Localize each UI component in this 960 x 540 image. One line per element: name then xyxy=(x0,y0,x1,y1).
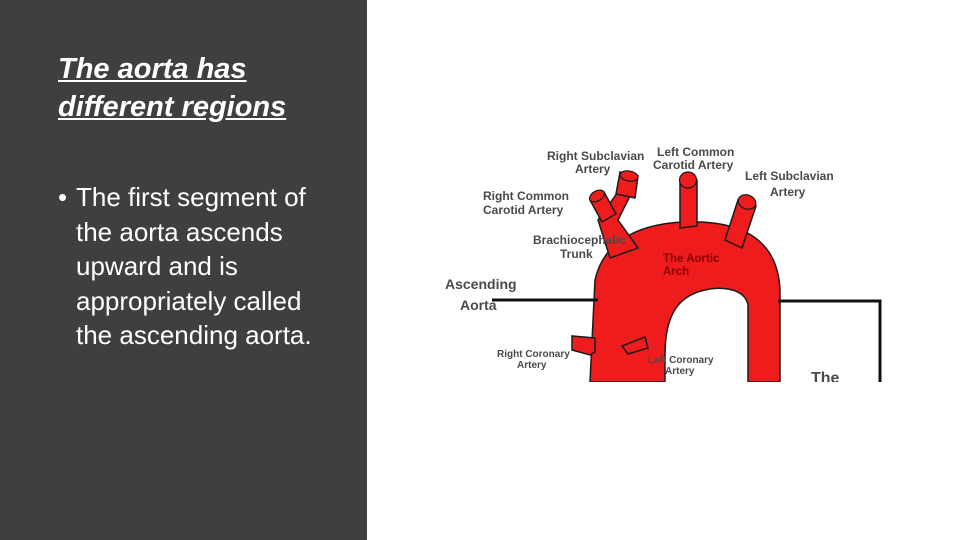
label-left-subclavian-2: Artery xyxy=(770,185,806,199)
bullet-item: • The first segment of the aorta ascends… xyxy=(58,180,318,353)
label-right-subclavian: Right Subclavian xyxy=(547,149,644,163)
label-brachiocephalic: Brachiocephalic xyxy=(533,233,626,247)
label-left-coronary-2: Artery xyxy=(665,366,695,377)
label-right-coronary-2: Artery xyxy=(517,360,547,371)
text-panel: The aorta has different regions • The fi… xyxy=(0,0,367,540)
label-right-common-carotid-2: Carotid Artery xyxy=(483,203,564,217)
label-aortic-arch: The Aortic xyxy=(663,253,720,265)
bullet-text: The first segment of the aorta ascends u… xyxy=(76,182,312,351)
descending-aorta-pointer xyxy=(778,299,882,382)
label-left-coronary: Left Coronary xyxy=(648,355,714,366)
label-left-subclavian: Left Subclavian xyxy=(745,169,834,183)
label-cut-off: The xyxy=(811,370,840,382)
label-left-common-carotid-2: Carotid Artery xyxy=(653,158,734,172)
left-subclavian-shape xyxy=(724,199,757,250)
label-right-subclavian-2: Artery xyxy=(575,162,611,176)
aorta-diagram: Right Subclavian Artery Left Common Caro… xyxy=(445,145,882,382)
label-aortic-arch-2: Arch xyxy=(663,266,689,278)
bullet-marker: • xyxy=(58,182,68,212)
label-brachiocephalic-2: Trunk xyxy=(560,247,593,261)
label-left-common-carotid: Left Common xyxy=(657,145,734,159)
right-coronary-shape xyxy=(571,335,596,356)
slide-title: The aorta has different regions xyxy=(58,53,287,123)
label-right-common-carotid: Right Common xyxy=(483,189,569,203)
label-ascending-aorta: Ascending xyxy=(445,276,517,292)
label-ascending-aorta-2: Aorta xyxy=(460,297,497,313)
left-coronary-shape xyxy=(620,335,649,355)
label-right-coronary: Right Coronary xyxy=(497,349,570,360)
